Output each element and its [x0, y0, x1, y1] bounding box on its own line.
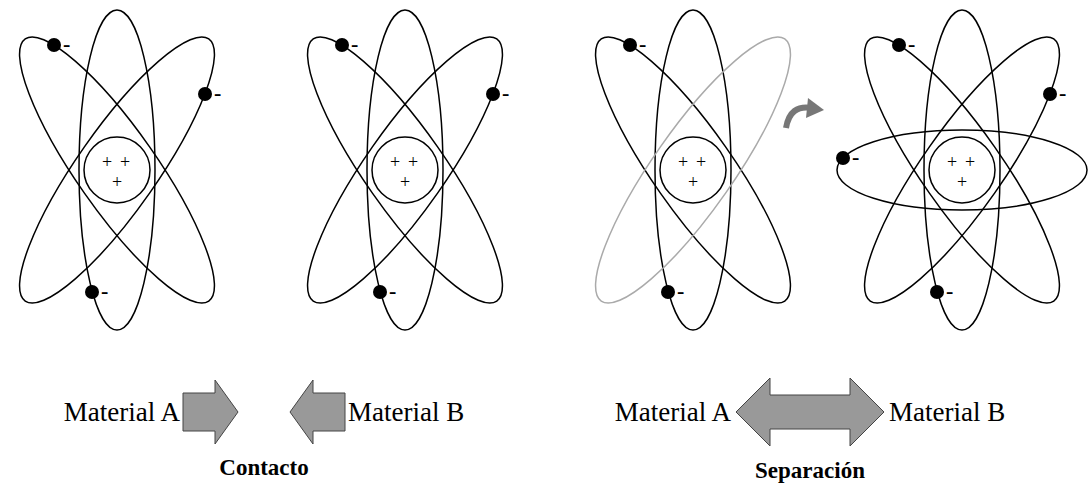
electron-charge: - — [389, 280, 396, 302]
proton-charge: + — [408, 153, 418, 171]
electron-charge: - — [351, 33, 358, 55]
electron-charge: - — [214, 82, 221, 104]
proton-charge: + — [102, 153, 112, 171]
proton-charge: + — [400, 173, 410, 191]
electron-charge: - — [101, 280, 108, 302]
proton-charge: + — [390, 153, 400, 171]
material-label: Material A — [64, 399, 180, 426]
electron-charge: - — [908, 33, 915, 55]
stage-caption: Contacto — [219, 456, 308, 479]
proton-charge: + — [696, 153, 706, 171]
material-label: Material A — [615, 399, 731, 426]
electron-charge: - — [502, 82, 509, 104]
proton-charge: + — [120, 153, 130, 171]
proton-charge: + — [678, 153, 688, 171]
electron-charge: - — [1059, 82, 1066, 104]
material-label: Material B — [348, 399, 464, 426]
proton-charge: + — [957, 173, 967, 191]
proton-charge: + — [965, 153, 975, 171]
electron-charge: - — [677, 280, 684, 302]
proton-charge: + — [688, 173, 698, 191]
electron-charge: - — [946, 280, 953, 302]
electron-charge: - — [639, 33, 646, 55]
material-label: Material B — [889, 399, 1005, 426]
proton-charge: + — [112, 173, 122, 191]
proton-charge: + — [947, 153, 957, 171]
electron-charge: - — [63, 33, 70, 55]
stage-caption: Separación — [755, 459, 865, 482]
electron-charge: - — [852, 146, 859, 168]
